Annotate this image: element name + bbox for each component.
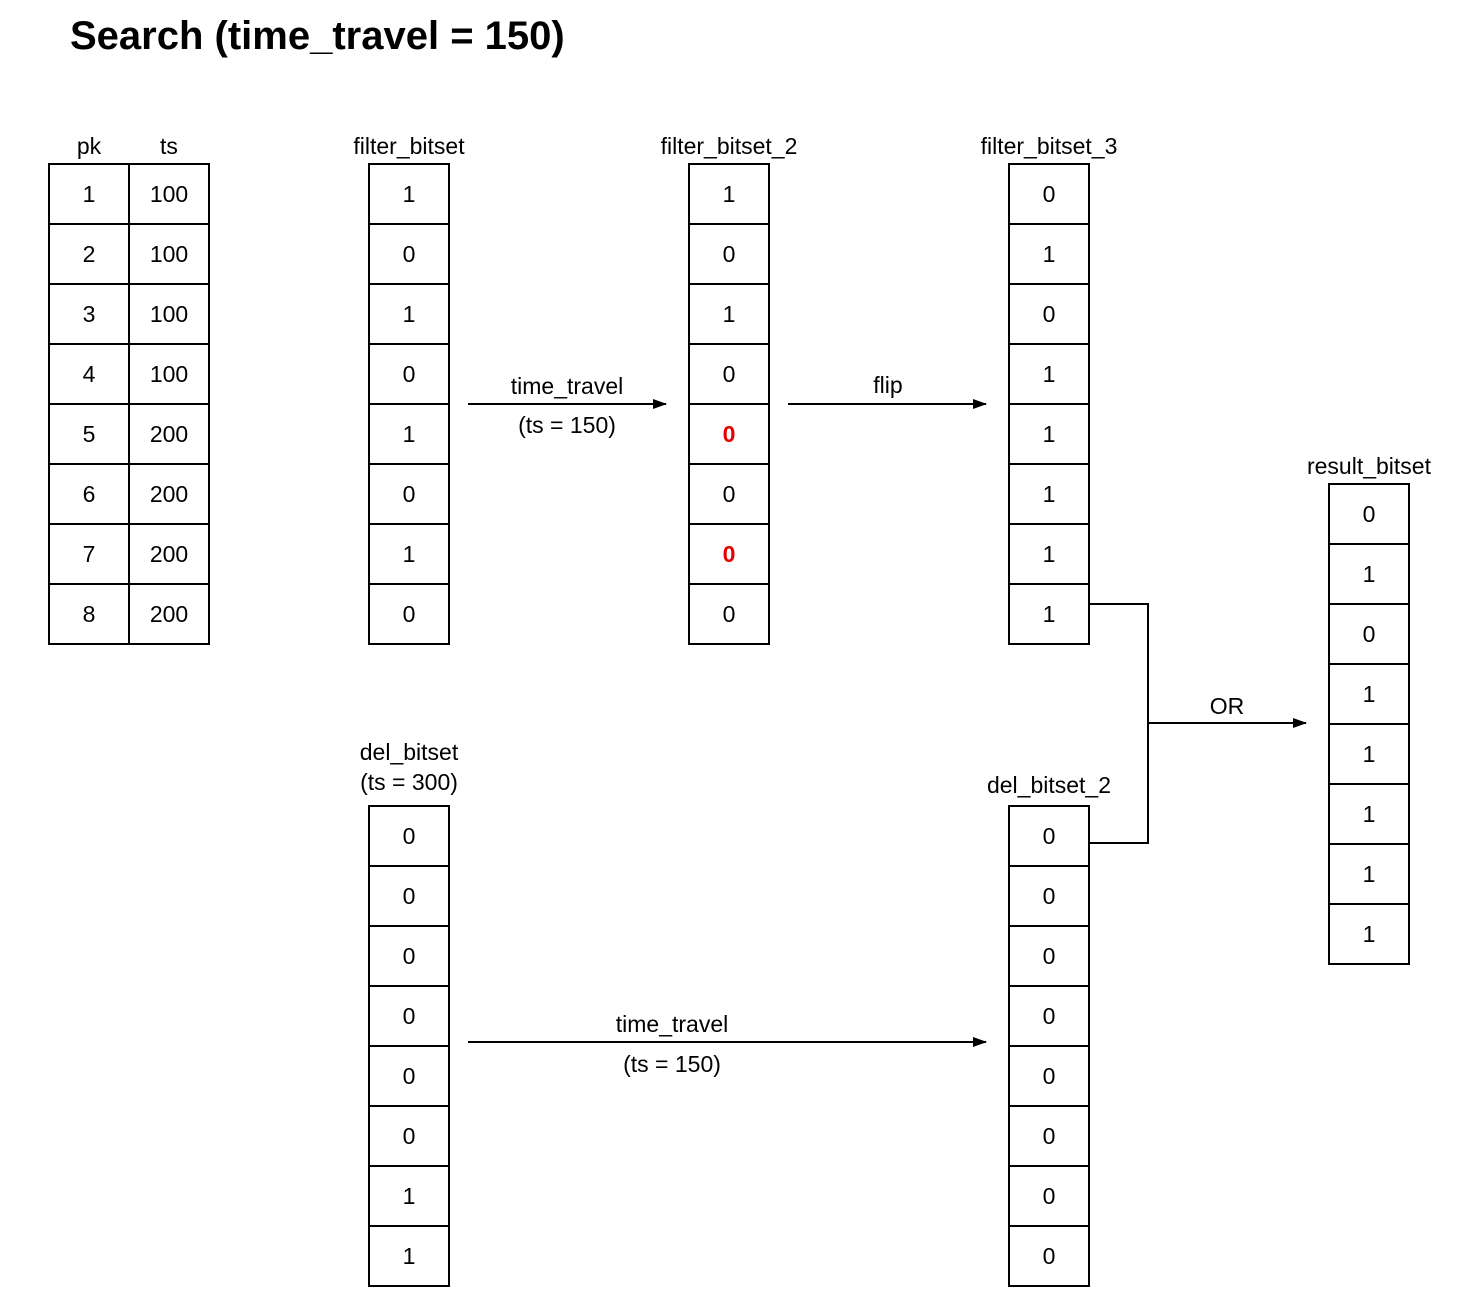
table-cell: 200: [128, 403, 210, 465]
or-arrow-label: OR: [1209, 693, 1245, 719]
time-travel-top-arrow-label: time_travel: [510, 373, 624, 399]
pk-column: 1 2 3 4 5 6 7 8: [48, 163, 130, 645]
del-bitset-column: 0 0 0 0 0 0 1 1: [368, 805, 450, 1287]
bitset-cell: 0: [368, 223, 450, 285]
bitset-cell: 1: [1328, 903, 1410, 965]
bitset-cell: 0: [368, 463, 450, 525]
diagram-title: Search (time_travel = 150): [70, 14, 565, 58]
table-cell: 2: [48, 223, 130, 285]
table-cell: 3: [48, 283, 130, 345]
bitset-cell: 0: [1008, 925, 1090, 987]
table-cell: 100: [128, 343, 210, 405]
bitset-cell-highlighted: 0: [688, 403, 770, 465]
bitset-cell: 1: [1328, 723, 1410, 785]
bitset-cell: 0: [688, 583, 770, 645]
ts-column: 100 100 100 100 200 200 200 200: [128, 163, 210, 645]
table-cell: 1: [48, 163, 130, 225]
bitset-cell: 1: [1008, 583, 1090, 645]
del-bitset-2-label: del_bitset_2: [986, 772, 1112, 798]
del-bitset-label-line2: (ts = 300): [360, 769, 458, 795]
ts-column-header: ts: [160, 133, 178, 159]
del-bitset-label-line1: del_bitset: [359, 739, 459, 765]
bitset-cell: 0: [1008, 985, 1090, 1047]
del-bitset-label: del_bitset (ts = 300): [289, 737, 529, 797]
filter-bitset-2-column: 1 0 1 0 0 0 0 0: [688, 163, 770, 645]
time-travel-bottom-arrow-label: time_travel: [615, 1011, 729, 1037]
bitset-cell: 0: [1008, 283, 1090, 345]
bitset-cell: 0: [688, 223, 770, 285]
bitset-cell: 0: [368, 1105, 450, 1167]
pk-column-header: pk: [76, 133, 102, 159]
bitset-cell: 1: [1008, 343, 1090, 405]
bitset-cell: 1: [1008, 223, 1090, 285]
table-cell: 8: [48, 583, 130, 645]
flip-arrow-label: flip: [873, 372, 903, 398]
filter-bitset-3-label: filter_bitset_3: [980, 133, 1118, 159]
table-cell: 200: [128, 583, 210, 645]
bitset-cell: 0: [368, 865, 450, 927]
bitset-cell: 0: [368, 1045, 450, 1107]
result-bitset-column: 0 1 0 1 1 1 1 1: [1328, 483, 1410, 965]
table-cell: 4: [48, 343, 130, 405]
table-cell: 100: [128, 223, 210, 285]
table-cell: 100: [128, 163, 210, 225]
bitset-cell: 1: [688, 163, 770, 225]
bitset-cell: 1: [368, 403, 450, 465]
bitset-cell: 1: [368, 1165, 450, 1227]
table-cell: 200: [128, 463, 210, 525]
bitset-cell: 1: [1008, 403, 1090, 465]
bitset-cell: 0: [1008, 1165, 1090, 1227]
bitset-cell: 0: [1328, 483, 1410, 545]
bitset-cell: 0: [368, 805, 450, 867]
table-cell: 200: [128, 523, 210, 585]
bitset-cell: 1: [1008, 463, 1090, 525]
bitset-cell: 1: [1328, 843, 1410, 905]
bitset-cell: 0: [1328, 603, 1410, 665]
table-cell: 100: [128, 283, 210, 345]
time-travel-bottom-arrow-sublabel: (ts = 150): [623, 1051, 721, 1077]
bitset-cell: 0: [368, 343, 450, 405]
bitset-cell: 1: [368, 163, 450, 225]
bitset-cell: 1: [1328, 663, 1410, 725]
del-bitset-2-column: 0 0 0 0 0 0 0 0: [1008, 805, 1090, 1287]
filter-bitset-column: 1 0 1 0 1 0 1 0: [368, 163, 450, 645]
bitset-cell: 1: [368, 1225, 450, 1287]
bitset-cell: 1: [688, 283, 770, 345]
filter-bitset-3-column: 0 1 0 1 1 1 1 1: [1008, 163, 1090, 645]
bitset-cell: 1: [368, 523, 450, 585]
bitset-cell: 0: [1008, 1045, 1090, 1107]
bitset-cell: 0: [368, 583, 450, 645]
bitset-cell: 0: [688, 343, 770, 405]
bitset-cell: 0: [1008, 163, 1090, 225]
table-cell: 5: [48, 403, 130, 465]
bitset-cell: 1: [1328, 783, 1410, 845]
bitset-cell: 0: [368, 925, 450, 987]
bitset-cell: 1: [1008, 523, 1090, 585]
or-merge-connector: [1089, 603, 1149, 844]
bitset-cell: 0: [1008, 805, 1090, 867]
bitset-cell: 1: [368, 283, 450, 345]
bitset-cell: 0: [368, 985, 450, 1047]
bitset-cell: 0: [1008, 1225, 1090, 1287]
bitset-cell: 0: [1008, 1105, 1090, 1167]
filter-bitset-2-label: filter_bitset_2: [660, 133, 798, 159]
result-bitset-label: result_bitset: [1306, 453, 1431, 479]
bitset-cell-highlighted: 0: [688, 523, 770, 585]
bitset-cell: 1: [1328, 543, 1410, 605]
table-cell: 7: [48, 523, 130, 585]
bitset-cell: 0: [688, 463, 770, 525]
filter-bitset-label: filter_bitset: [353, 133, 465, 159]
bitset-cell: 0: [1008, 865, 1090, 927]
table-cell: 6: [48, 463, 130, 525]
time-travel-top-arrow-sublabel: (ts = 150): [518, 412, 616, 438]
